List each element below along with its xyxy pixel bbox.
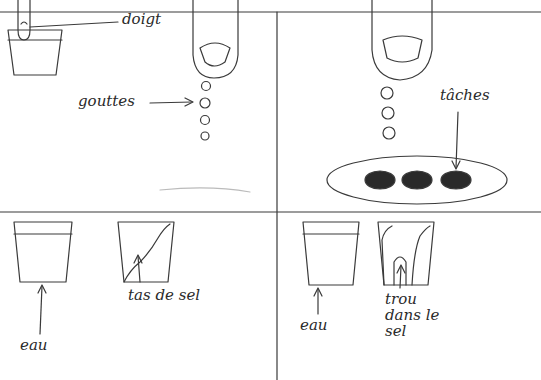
- handwritten-label: eau: [20, 338, 47, 354]
- handwritten-label: doigt: [122, 12, 161, 28]
- handwritten-label: eau: [300, 318, 327, 334]
- handwritten-label: tâches: [440, 88, 490, 104]
- handwritten-label: gouttes: [78, 94, 135, 110]
- handwritten-label: trou dans le sel: [385, 292, 443, 339]
- handwritten-label: tas de sel: [128, 288, 200, 304]
